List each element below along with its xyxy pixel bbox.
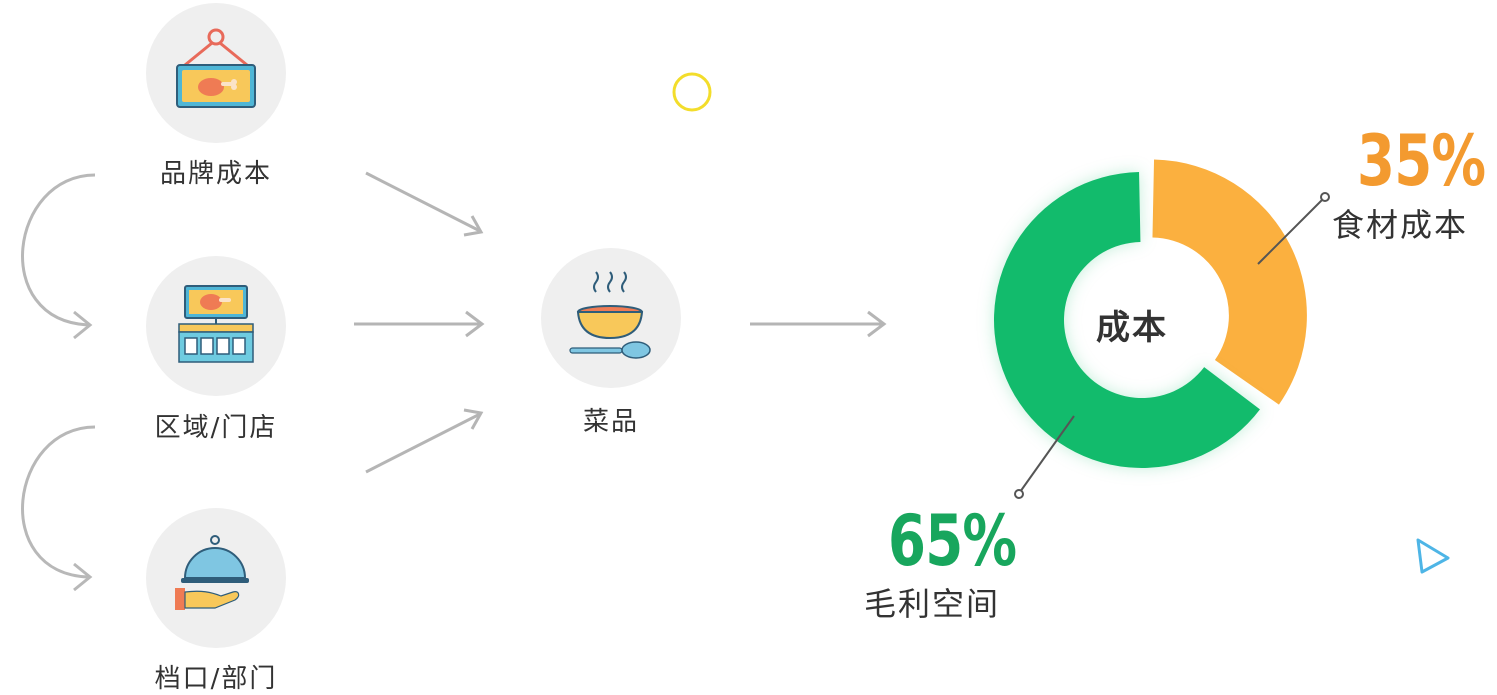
storefront-drumstick-icon (178, 285, 254, 363)
leader-line-margin (1014, 415, 1075, 499)
curved-arrow-brand-to-region (21, 173, 96, 340)
arrow-dish-to-cost (750, 310, 887, 338)
leader-line-food-cost (1257, 192, 1330, 265)
food-cost-percent: 35% (1357, 120, 1486, 202)
cost-donut-chart (994, 159, 1307, 468)
arrow-brand-to-dish (365, 171, 484, 237)
arrow-region-to-dish (354, 310, 485, 338)
region-store-label: 区域/门店 (154, 413, 278, 443)
brand-cost-label: 品牌成本 (159, 159, 272, 189)
serving-cloche-hand-icon (175, 535, 249, 610)
donut-segment-food-cost (1152, 159, 1307, 405)
margin-label: 毛利空间 (864, 585, 1001, 623)
blue-triangle-decoration (1416, 538, 1450, 574)
yellow-ring-decoration (672, 72, 712, 112)
hanging-sign-drumstick-icon (176, 28, 256, 108)
donut-segment-margin (994, 172, 1260, 468)
curved-arrow-region-to-stall (21, 425, 96, 592)
dish-label: 菜品 (582, 407, 639, 437)
arrow-stall-to-dish (365, 408, 484, 474)
soup-bowl-spoon-icon (569, 271, 651, 359)
margin-percent: 65% (888, 500, 1017, 582)
stall-department-label: 档口/部门 (154, 664, 278, 694)
food-cost-label: 食材成本 (1332, 206, 1469, 244)
donut-center-label: 成本 (1096, 308, 1168, 348)
